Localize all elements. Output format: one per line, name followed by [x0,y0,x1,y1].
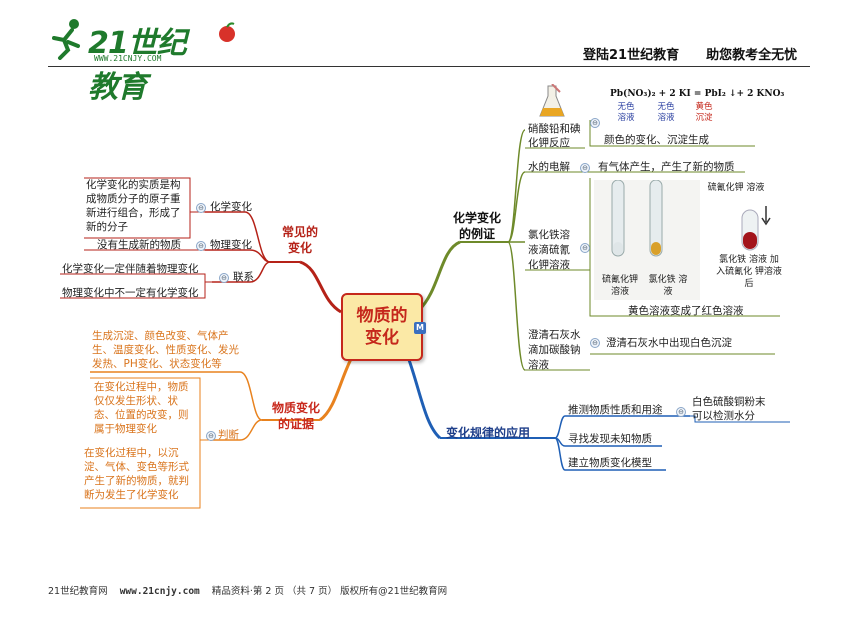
note-physical-change: 没有生成新的物质 [97,239,181,251]
branch-examples-title-1: 化学变化 [452,211,501,225]
page-footer: 21世纪教育网 www.21cnjy.com 精品资料·第 2 页 （共 7 页… [48,583,447,597]
branch-evidence[interactable]: 物质变化 的证据 [264,400,328,432]
dropper-label: 硫氰化钾 溶液 [707,183,765,193]
node-ferric-thiocyanate[interactable]: 氯化铁溶 液滴硫氰 化钾溶液 [528,228,570,273]
site-logo: 21世纪教育 WWW.21CNJY.COM [46,14,235,105]
node-infer-properties[interactable]: 推测物质性质和用途 [568,404,663,416]
node-water-electrolysis[interactable]: 水的电解 [528,161,570,173]
branch-common-changes[interactable]: 常见的 变化 [274,224,326,256]
node-lead-label-2: 化钾反应 [528,137,570,149]
node-relation[interactable]: 联系 [233,271,254,283]
node-physical-change[interactable]: 物理变化 [210,239,252,251]
note-judge-physical: 在变化过程中，物质仅仅发生形状、状态、位置的改变，则属于物理变化 [94,381,189,435]
note-relation-1: 化学变化一定伴随着物理变化 [62,263,199,275]
map-badge-icon: M [414,322,426,334]
branch-application[interactable]: 变化规律的应用 [446,426,531,440]
collapse-icon[interactable]: ⊖ [196,241,206,251]
node-build-model[interactable]: 建立物质变化模型 [568,457,652,469]
branch-evidence-title-2: 的证据 [277,417,314,431]
eq-label-3: 黄色 沉淀 [695,102,713,123]
note-relation-2: 物理变化中不一定有化学变化 [62,287,199,299]
header-slogan: 登陆21世纪教育 助您教考全无忧 [583,44,797,63]
logo-text: 21世纪教育 [88,26,187,105]
node-ferric-label-3: 化钾溶液 [528,259,570,271]
eq-label-2: 无色 溶液 [657,102,675,123]
node-ferric-label-2: 液滴硫氰 [528,244,570,256]
note-evidence-signs: 生成沉淀、颜色改变、气体产生、温度变化、性质变化、发光发热、PH变化、状态变化等 [92,330,239,370]
tube2-label: 氯化铁 溶液 [648,275,688,297]
result-tube-label: 氯化铁 溶液 加入硫氰化 钾溶液后 [716,255,782,289]
red-tube-image [741,206,771,251]
test-tubes-image [611,179,663,257]
red-tube-photo: 硫氰化钾 溶液 氯化铁 溶液 加入硫氰化 钾溶液后 [706,180,782,302]
node-limewater-label-3: 溶液 [528,359,549,371]
center-topic[interactable]: 物质的 变化 [341,293,423,361]
node-ferric-label-1: 氯化铁溶 [528,229,570,241]
footer-page-info: 精品资料·第 2 页 （共 7 页） 版权所有@21世纪教育网 [211,586,448,597]
eq-label-1: 无色 溶液 [617,102,635,123]
branch-examples[interactable]: 化学变化 的例证 [447,210,507,242]
result-lead-iodide: 颜色的变化、沉淀生成 [604,134,709,146]
note-chemical-change: 化学变化的实质是构成物质分子的原子重新进行组合，形成了新的分子 [86,179,181,233]
node-lead-iodide[interactable]: 硝酸铅和碘 化钾反应 [528,122,581,150]
collapse-icon[interactable]: ⊖ [219,273,229,283]
flask-icon [539,84,565,117]
slogan-part-1: 登陆21世纪教育 [583,48,680,63]
collapse-icon[interactable]: ⊖ [580,243,590,253]
reaction-equation: Pb(NO₃)₂ + 2 KI = PbI₂ ↓+ 2 KNO₃ [610,89,785,99]
branch-evidence-title-1: 物质变化 [271,401,320,415]
node-lead-label-1: 硝酸铅和碘 [528,123,581,135]
collapse-icon[interactable]: ⊖ [590,338,600,348]
header-divider [48,66,810,67]
logo-url: WWW.21CNJY.COM [94,54,162,63]
note-copper-line-1: 白色硫酸铜粉末 [692,396,766,408]
footer-site: 21世纪教育网 [48,586,108,597]
note-judge-chemical: 在变化过程中，以沉淀、气体、变色等形式产生了新的物质，就判断为发生了化学变化 [84,447,189,501]
node-judge[interactable]: 判断 [218,429,239,441]
center-title-line2: 变化 [365,328,399,348]
tubes-photo: 硫氰化钾 溶液 氯化铁 溶液 [594,179,700,300]
node-limewater-label-1: 澄清石灰水 [528,329,581,341]
branch-common-title-1: 常见的 [281,225,318,239]
tube1-label: 硫氰化钾 溶液 [601,275,638,297]
node-limewater-label-2: 滴加碳酸钠 [528,344,581,356]
apple-icon [219,22,235,42]
collapse-icon[interactable]: ⊖ [676,407,686,417]
collapse-icon[interactable]: ⊖ [206,431,216,441]
footer-url[interactable]: www.21cnjy.com [119,586,200,597]
branch-examples-title-2: 的例证 [458,227,495,241]
node-limewater[interactable]: 澄清石灰水 滴加碳酸钠 溶液 [528,328,581,373]
note-copper-sulfate: 白色硫酸铜粉末 可以检测水分 [692,395,766,423]
result-ferric: 黄色溶液变成了红色溶液 [628,305,744,317]
collapse-icon[interactable]: ⊖ [196,203,206,213]
center-title-line1: 物质的 [356,306,408,326]
node-discover-unknown[interactable]: 寻找发现未知物质 [568,433,652,445]
note-copper-line-2: 可以检测水分 [692,410,755,422]
collapse-icon[interactable]: ⊖ [590,118,600,128]
runner-icon [52,19,80,60]
node-chemical-change[interactable]: 化学变化 [210,201,252,213]
result-water-electrolysis: 有气体产生，产生了新的物质 [598,161,735,173]
result-limewater: 澄清石灰水中出现白色沉淀 [606,337,732,349]
collapse-icon[interactable]: ⊖ [580,163,590,173]
slogan-part-2: 助您教考全无忧 [706,48,798,63]
branch-common-title-2: 变化 [287,241,312,255]
